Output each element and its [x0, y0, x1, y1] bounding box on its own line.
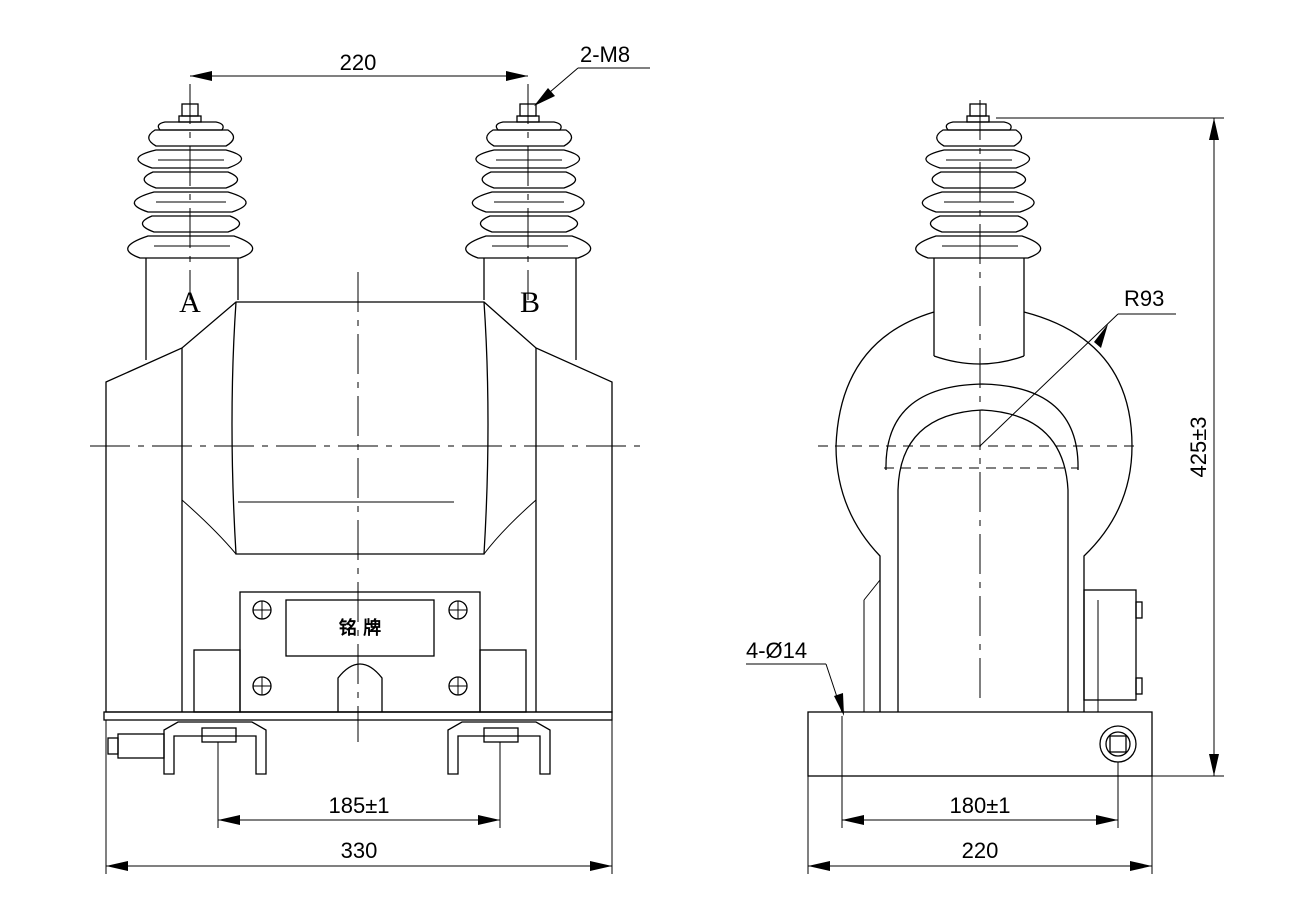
side-body [807, 311, 1153, 777]
terminal-a-label: A [179, 286, 201, 319]
svg-text:425±3: 425±3 [1186, 416, 1211, 477]
nameplate-panel: 铭 牌 [193, 591, 527, 713]
dimension-mount-185: 185±1 [217, 742, 501, 828]
side-view: R93 425±3 4-Ø14 180±1 [746, 100, 1224, 874]
front-view: 铭 牌 A B [90, 42, 650, 874]
svg-text:220: 220 [962, 838, 999, 863]
dimension-top-220: 220 [190, 50, 528, 81]
radius-note: R93 [979, 286, 1176, 447]
svg-text:4-Ø14: 4-Ø14 [746, 638, 807, 663]
terminal-b-label: B [520, 286, 540, 319]
svg-text:330: 330 [341, 838, 378, 863]
insulator-b [465, 103, 592, 360]
svg-text:185±1: 185±1 [328, 793, 389, 818]
svg-text:R93: R93 [1124, 286, 1164, 311]
nameplate-label: 铭 牌 [339, 617, 381, 639]
ground-bolt-icon [1099, 725, 1137, 763]
svg-text:180±1: 180±1 [949, 793, 1010, 818]
dimension-width-220: 220 [807, 776, 1153, 874]
mounting-feet [107, 721, 551, 775]
insulator-side [915, 103, 1042, 356]
dimension-mount-180: 180±1 [841, 716, 1119, 828]
insulator-a [127, 103, 254, 360]
dimension-width-330: 330 [105, 720, 613, 874]
hole-note: 4-Ø14 [746, 638, 844, 716]
dimension-height-425: 425±3 [996, 117, 1224, 777]
screw-icon [252, 600, 468, 696]
bolt-icon [1135, 601, 1143, 695]
svg-text:220: 220 [340, 50, 377, 75]
thread-note: 2-M8 [534, 42, 650, 106]
svg-text:2-M8: 2-M8 [580, 42, 630, 67]
